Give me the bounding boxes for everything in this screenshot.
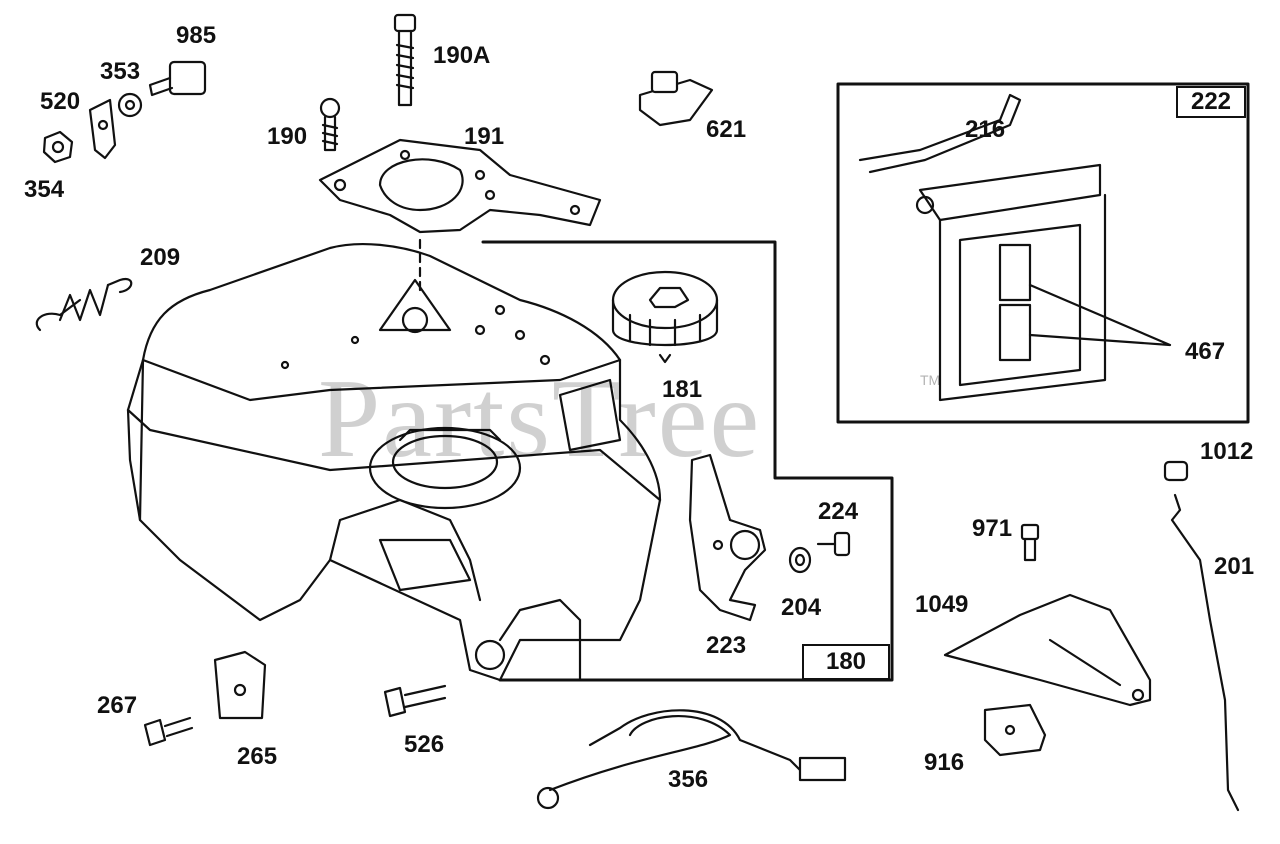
bracket-265: [213, 650, 267, 720]
watermark: PartsTree: [318, 357, 762, 481]
washer-353: [117, 92, 143, 118]
gasket-191: [318, 138, 602, 234]
callout-209: 209: [140, 244, 181, 271]
fuel-cap-181: [611, 270, 719, 364]
callout-190: 190: [267, 123, 308, 150]
callout-467: 467: [1185, 338, 1226, 365]
washer-204: [788, 546, 812, 574]
bolt-526: [383, 684, 447, 718]
screw-267: [143, 716, 194, 747]
oil-fill-assembly: [915, 163, 1172, 402]
callout-224: 224: [818, 498, 859, 525]
callout-191: 191: [464, 123, 505, 150]
callout-216: 216: [965, 116, 1006, 143]
callout-520: 520: [40, 88, 81, 115]
callout-204: 204: [781, 594, 822, 621]
callout-526: 526: [404, 731, 445, 758]
fuel-tank: [126, 242, 662, 682]
callout-267: 267: [97, 692, 138, 719]
swivel-1012: [1163, 460, 1189, 482]
bracket-520: [88, 98, 117, 160]
group-box-222: [836, 82, 1250, 424]
control-bracket-223: [688, 453, 767, 622]
screw-224: [816, 531, 851, 557]
callout-201: 201: [1214, 553, 1255, 580]
callout-356: 356: [668, 766, 709, 793]
screw-971: [1020, 523, 1040, 562]
callout-223: 223: [706, 632, 747, 659]
group-label-222: 222: [1176, 86, 1246, 118]
nut-354: [42, 130, 74, 164]
callout-1049: 1049: [915, 591, 969, 618]
screw-190A: [393, 13, 417, 107]
bracket-916: [983, 703, 1047, 757]
screw-190: [319, 97, 341, 152]
watermark-trademark: TM: [920, 372, 941, 388]
callout-353: 353: [100, 58, 141, 85]
callout-985: 985: [176, 22, 217, 49]
callout-916: 916: [924, 749, 965, 776]
wire-harness-356: [536, 709, 847, 810]
callout-181: 181: [662, 376, 703, 403]
callout-621: 621: [706, 116, 747, 143]
group-box-180: [481, 240, 894, 682]
switch-985: [148, 60, 207, 97]
spring-209: [35, 277, 133, 332]
callout-190A: 190A: [433, 42, 491, 69]
callout-265: 265: [237, 743, 278, 770]
callout-354: 354: [24, 176, 65, 203]
callout-1012: 1012: [1200, 438, 1254, 465]
rod-201: [1170, 493, 1240, 812]
clip-621: [638, 70, 714, 127]
plate-1049: [943, 593, 1152, 707]
callout-971: 971: [972, 515, 1013, 542]
group-label-180: 180: [802, 644, 890, 680]
link-216: [858, 93, 1022, 174]
